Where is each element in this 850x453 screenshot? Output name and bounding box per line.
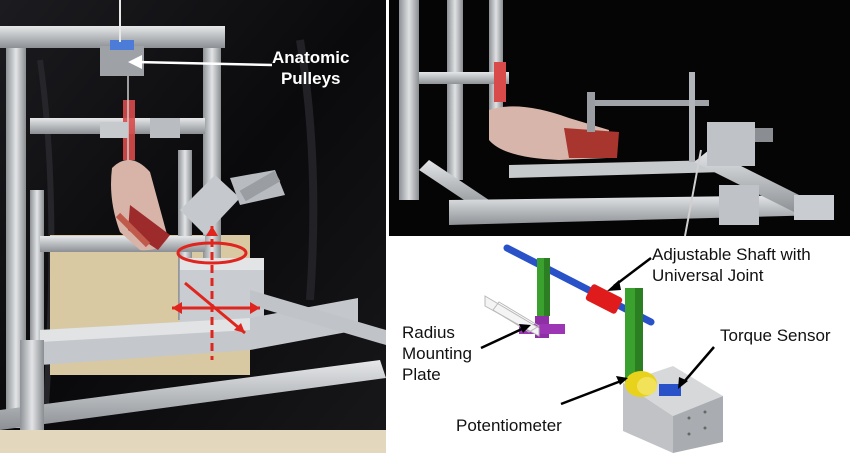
- right-photo-illustration: [389, 0, 850, 236]
- torque-sensor-label: Torque Sensor: [720, 326, 831, 345]
- pulley-arrow: [128, 55, 273, 69]
- right-photo-side-view: [389, 0, 850, 236]
- potentiometer-label: Potentiometer: [456, 416, 562, 435]
- left-photo-test-rig: Anatomic Pulleys: [0, 0, 386, 453]
- cad-illustration: [480, 244, 723, 453]
- left-photo-illustration: [0, 0, 386, 453]
- shaft-label: Adjustable Shaft with Universal Joint: [652, 245, 811, 285]
- anatomic-pulleys-label: Anatomic Pulleys: [272, 48, 350, 88]
- radius-label: Radius Mounting Plate: [402, 323, 472, 384]
- cad-diagram: Adjustable Shaft with Universal Joint Ra…: [389, 236, 850, 453]
